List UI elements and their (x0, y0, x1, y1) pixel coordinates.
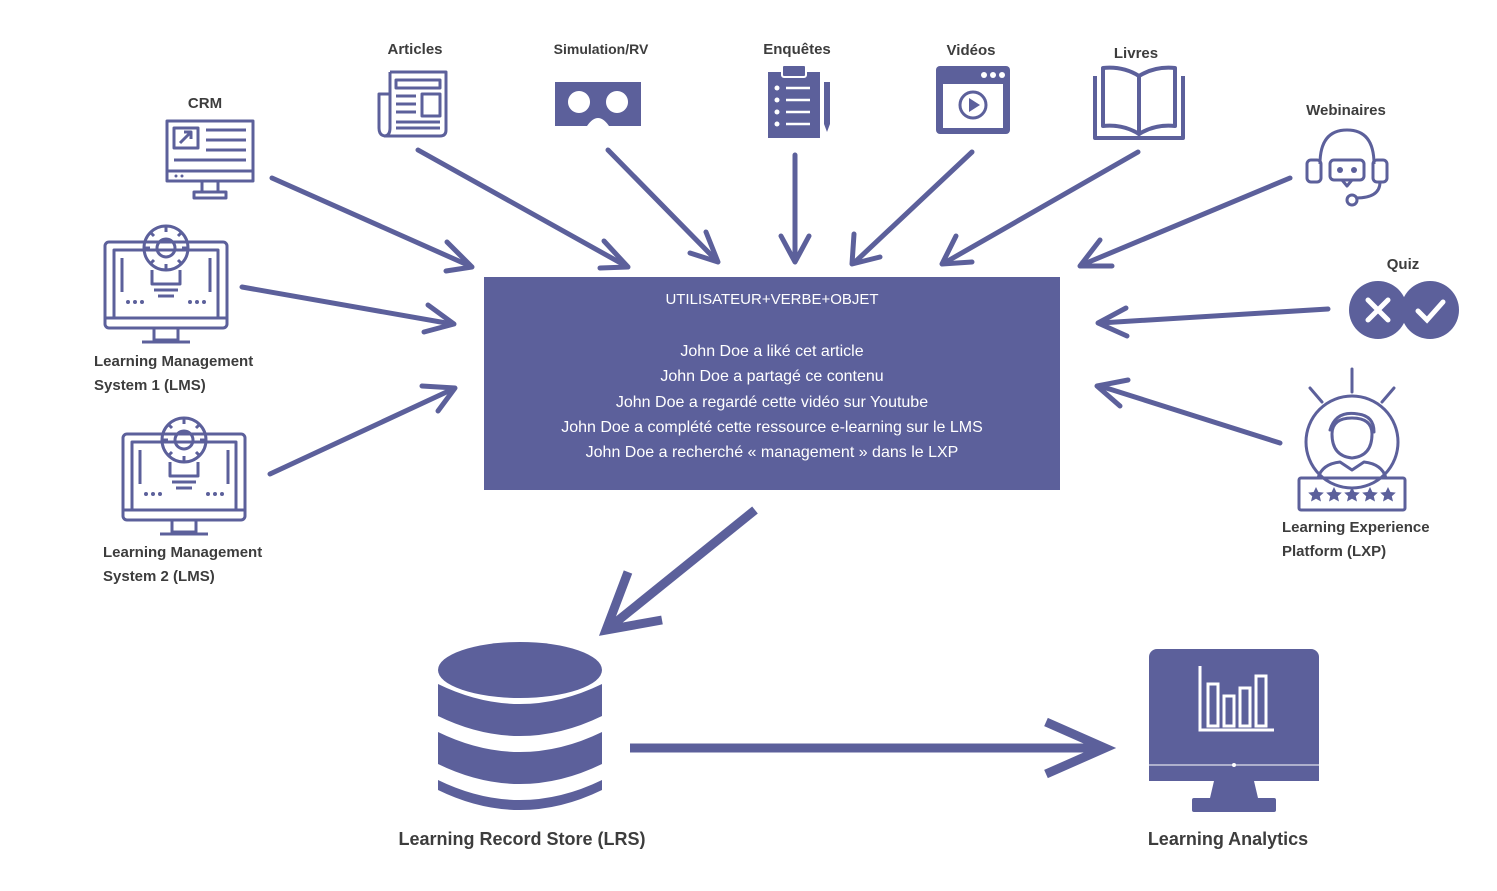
arrow-lxp (1094, 377, 1283, 446)
label-lxp-line2: Platform (LXP) (1282, 543, 1387, 560)
crm-icon (165, 119, 255, 200)
statement-examples: John Doe a liké cet article John Doe a p… (484, 339, 1060, 465)
label-articles: Articles (387, 41, 443, 58)
statement-example: John Doe a partagé ce contenu (660, 368, 884, 386)
statement-example: John Doe a liké cet article (680, 343, 864, 360)
label-lrs: Learning Record Store (LRS) (398, 829, 646, 849)
vr-headset-icon (555, 82, 641, 126)
arrow-quiz (1095, 305, 1331, 339)
newspaper-icon (377, 70, 448, 138)
arrow-crm (269, 175, 475, 274)
arrow-videos (849, 149, 975, 267)
label-videos: Vidéos (946, 42, 996, 59)
headset-chat-icon (1305, 128, 1389, 207)
label-lxp: Learning Experience Platform (LXP) (1282, 516, 1430, 564)
label-lms2-line1: Learning Management (103, 544, 263, 561)
arrow-webinaires (1077, 175, 1293, 269)
statement-example: John Doe a regardé cette vidéo sur Youtu… (615, 393, 929, 411)
label-livres: Livres (1113, 45, 1159, 62)
label-analytics: Learning Analytics (1147, 829, 1309, 849)
statement-title: UTILISATEUR+VERBE+OBJET (665, 291, 879, 308)
label-lms2: Learning Management System 2 (LMS) (103, 541, 262, 589)
arrow-lrs-to-analytics (630, 717, 1117, 779)
statement-example: John Doe a complété cette ressource e-le… (561, 418, 983, 436)
open-book-icon (1093, 65, 1185, 140)
arrow-lms2 (267, 383, 458, 477)
label-lxp-line1: Learning Experience (1282, 519, 1430, 536)
lms-monitor-gear-icon (121, 416, 247, 536)
database-icon (438, 642, 602, 810)
label-lms2-line2: System 2 (LMS) (103, 568, 215, 585)
label-lms1-line2: System 1 (LMS) (94, 377, 206, 394)
analytics-monitor-icon (1149, 649, 1319, 812)
label-simulation: Simulation/RV (553, 41, 649, 57)
lxp-user-rating-icon (1297, 367, 1407, 512)
arrow-box-to-lrs (598, 506, 758, 636)
label-webinaires: Webinaires (1306, 102, 1386, 119)
arrow-lms1 (239, 284, 457, 335)
video-player-icon (936, 66, 1010, 134)
statement-example: John Doe a recherché « management » dans… (585, 444, 959, 462)
arrow-articles (415, 147, 631, 271)
label-enquetes: Enquêtes (763, 41, 831, 58)
arrow-simulation (605, 147, 721, 265)
arrow-enquetes (778, 152, 812, 265)
label-quiz: Quiz (1386, 256, 1420, 273)
statement-box: UTILISATEUR+VERBE+OBJET John Doe a liké … (484, 277, 1060, 490)
label-lms1: Learning Management System 1 (LMS) (94, 350, 253, 398)
clipboard-survey-icon (768, 64, 830, 138)
lms-monitor-gear-icon (103, 224, 229, 344)
label-crm: CRM (187, 95, 223, 112)
arrow-livres (939, 149, 1141, 267)
quiz-check-icon (1349, 281, 1459, 339)
label-lms1-line1: Learning Management (94, 353, 254, 370)
